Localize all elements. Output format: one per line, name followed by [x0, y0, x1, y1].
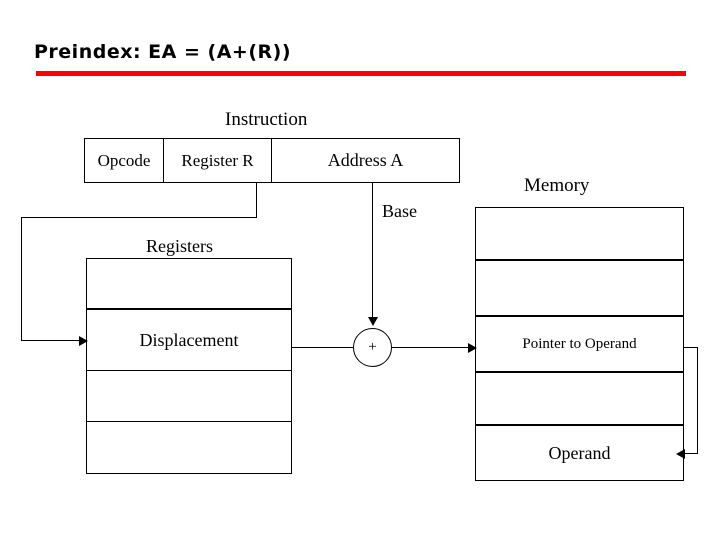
adder-node: + — [353, 328, 392, 367]
base-label: Base — [382, 201, 417, 221]
memory-cell-3-pointer: Pointer to Operand — [475, 316, 684, 372]
connector-displacement-to-adder — [292, 347, 353, 348]
arrowhead-to-operand-icon — [676, 449, 685, 459]
page-title: Preindex: EA = (A+(R)) — [34, 41, 291, 63]
arrowhead-base-down-icon — [368, 317, 378, 326]
registers-label: Registers — [146, 236, 213, 256]
connector-base-to-adder — [372, 183, 373, 319]
connector-register-down — [256, 183, 257, 218]
title-underline-rule — [36, 71, 686, 76]
memory-cell-5-operand: Operand — [475, 425, 684, 481]
memory-cell-2 — [475, 260, 684, 316]
instruction-label: Instruction — [225, 109, 308, 130]
registers-cell-3 — [86, 370, 292, 422]
registers-cell-2-displacement: Displacement — [86, 309, 292, 371]
memory-cell-4 — [475, 372, 684, 425]
connector-pointer-right — [684, 347, 698, 348]
instruction-field-address: Address A — [271, 138, 460, 183]
instruction-field-opcode: Opcode — [84, 138, 164, 183]
connector-register-to-displacement — [21, 340, 81, 341]
memory-cell-1 — [475, 207, 684, 260]
arrowhead-to-displacement-icon — [79, 336, 88, 346]
registers-cell-1 — [86, 258, 292, 309]
connector-pointer-to-operand — [684, 453, 698, 454]
connector-pointer-vertical — [697, 347, 698, 453]
connector-adder-to-memory — [392, 347, 472, 348]
connector-register-vertical — [21, 217, 22, 341]
connector-register-left — [21, 217, 257, 218]
memory-label: Memory — [524, 175, 590, 196]
instruction-field-register: Register R — [163, 138, 272, 183]
registers-cell-4 — [86, 421, 292, 474]
arrowhead-adder-to-memory-icon — [468, 343, 477, 353]
